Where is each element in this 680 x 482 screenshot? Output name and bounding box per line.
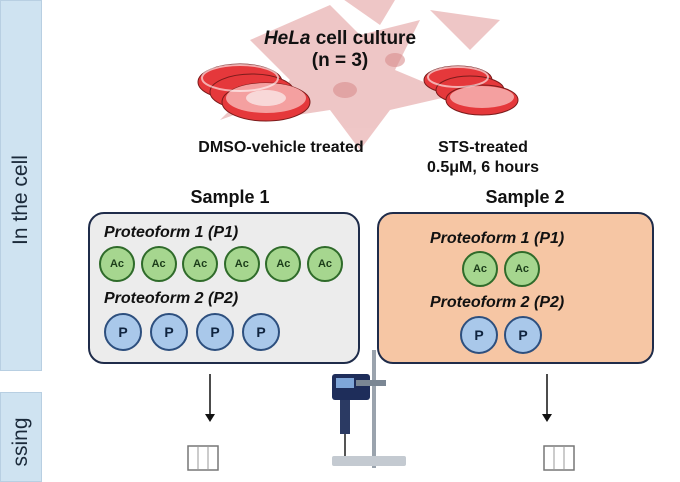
- sample-2-title: Sample 2: [485, 187, 565, 207]
- side-tab-processing-label: ssing: [9, 417, 32, 467]
- petri-dishes-sts: [423, 65, 519, 116]
- acetylation-mark: Ac: [223, 246, 260, 282]
- acetylation-mark: Ac: [462, 251, 498, 287]
- phosphorylation-mark: P: [104, 313, 142, 351]
- acetylation-mark: Ac: [140, 246, 177, 282]
- sample-1-proteoform-2-label: Proteoform 2 (P2): [104, 290, 239, 307]
- phosphorylation-mark: P: [242, 313, 280, 351]
- phosphorylation-mark: P: [150, 313, 188, 351]
- treatment-sts-line2: 0.5μM, 6 hours: [426, 159, 540, 176]
- acetylation-mark: Ac: [182, 246, 219, 282]
- title-organism: HeLa: [263, 28, 311, 49]
- culture-title: HeLa cell culture (n = 3): [0, 28, 680, 72]
- acetylation-mark: Ac: [306, 246, 343, 282]
- phosphorylation-mark: P: [460, 316, 498, 354]
- phosphorylation-mark: P: [196, 313, 234, 351]
- title-text: cell culture: [310, 28, 417, 49]
- acetylation-mark: Ac: [99, 246, 135, 282]
- arrow-sample-2-down: [542, 374, 552, 422]
- arrow-sample-1-down: [205, 374, 215, 422]
- sample-2-proteoform-2-label: Proteoform 2 (P2): [430, 294, 565, 311]
- sample-1-proteoform-1-label: Proteoform 1 (P1): [104, 224, 239, 241]
- treatment-dmso-label: DMSO-vehicle treated: [198, 139, 364, 156]
- tube-rack-left-icon: [187, 445, 219, 471]
- sonicator-icon: [332, 350, 406, 468]
- petri-dishes-dmso: [197, 63, 311, 122]
- treatment-sts-line1: STS-treated: [438, 139, 528, 156]
- side-tab-in-cell: [0, 0, 42, 371]
- acetylation-mark: Ac: [504, 251, 540, 287]
- title-replicates: (n = 3): [311, 50, 369, 71]
- treatment-sts-label: STS-treated 0.5μM, 6 hours: [400, 138, 566, 178]
- sample-2-proteoform-1-label: Proteoform 1 (P1): [430, 230, 565, 247]
- phosphorylation-mark: P: [504, 316, 542, 354]
- sample-1-title: Sample 1: [190, 187, 270, 207]
- side-tab-processing: [0, 392, 42, 482]
- acetylation-mark: Ac: [265, 246, 302, 282]
- tube-rack-right-icon: [543, 445, 575, 471]
